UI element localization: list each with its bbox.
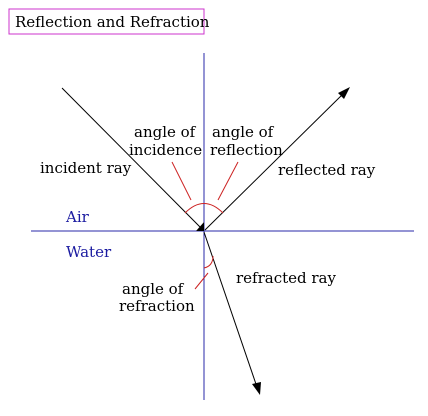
angle-incidence-label-line1: angle of [134,123,197,141]
title-box [8,8,205,35]
title: Reflection and Refraction [15,13,210,31]
angle-reflection-label-line1: angle of [212,123,275,141]
refracted-ray [203,231,259,391]
refracted-ray-arrowhead [252,382,261,395]
refracted-ray-label: refracted ray [236,269,337,287]
incident-ray [61,87,204,231]
reflection-angles-arc [184,203,224,214]
air-label: Air [65,208,90,226]
refraction-angle-arc [203,255,214,269]
angle-incidence-label-line2: incidence [129,141,202,159]
water-label: Water [66,243,112,261]
reflected-ray-label: reflected ray [278,161,376,179]
reflection-pointer [217,161,239,201]
incidence-pointer [171,161,192,201]
angle-refraction-label-line1: angle of [122,280,185,298]
angle-reflection-label-line2: reflection [210,141,283,159]
incidence-point-marker [196,222,204,231]
reflected-ray [204,91,346,231]
refraction-pointer [194,272,209,290]
incident-ray-label: incident ray [40,159,132,177]
angle-refraction-label-line2: refraction [119,297,195,315]
reflected-ray-arrowhead [338,87,350,99]
